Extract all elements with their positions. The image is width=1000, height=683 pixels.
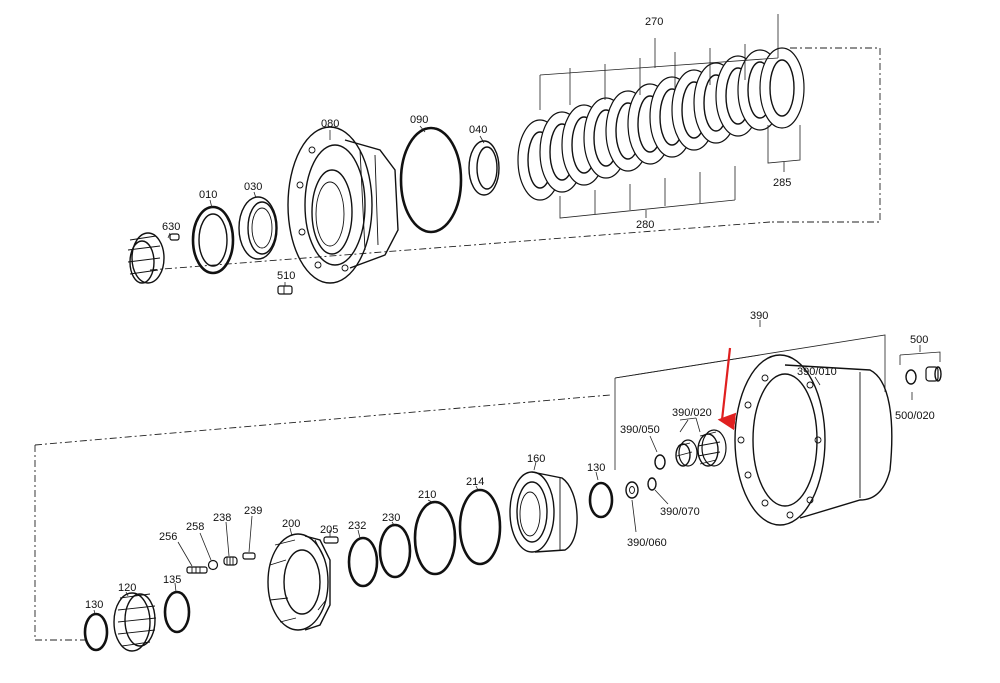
label-280: 280 bbox=[636, 219, 654, 231]
part-205-pin bbox=[323, 530, 339, 544]
label-214: 214 bbox=[466, 476, 484, 488]
label-238: 238 bbox=[213, 512, 231, 524]
top-leader-lines bbox=[167, 125, 485, 286]
part-080-hub bbox=[287, 126, 399, 284]
part-010-ring bbox=[191, 205, 235, 275]
part-040-seal bbox=[468, 140, 500, 196]
part-200-carrier bbox=[267, 527, 331, 631]
label-256: 256 bbox=[159, 531, 177, 543]
label-390-010: 390/010 bbox=[797, 366, 837, 378]
label-390-020: 390/020 bbox=[672, 407, 712, 419]
label-258: 258 bbox=[186, 521, 204, 533]
bracket-285 bbox=[767, 125, 801, 172]
label-030: 030 bbox=[244, 181, 262, 193]
part-030-seal bbox=[238, 196, 278, 260]
part-238-spring bbox=[223, 521, 238, 566]
label-040: 040 bbox=[469, 124, 487, 136]
label-010: 010 bbox=[199, 189, 217, 201]
part-510-bolt bbox=[277, 285, 293, 295]
part-135-ring bbox=[163, 582, 191, 634]
part-130-ring-b bbox=[83, 609, 109, 652]
part-390-060-washer bbox=[625, 481, 639, 533]
highlight-arrow bbox=[717, 347, 737, 431]
label-160: 160 bbox=[527, 453, 545, 465]
label-500: 500 bbox=[910, 334, 928, 346]
part-230-ring bbox=[378, 521, 412, 579]
label-080: 080 bbox=[321, 118, 339, 130]
part-390-020-bearings bbox=[675, 417, 727, 467]
part-390-050-ring bbox=[649, 435, 666, 470]
label-200: 200 bbox=[282, 518, 300, 530]
label-135: 135 bbox=[163, 574, 181, 586]
part-630-bearing bbox=[127, 232, 180, 284]
bracket-390 bbox=[614, 320, 886, 470]
label-130-b: 130 bbox=[85, 599, 103, 611]
label-230: 230 bbox=[382, 512, 400, 524]
part-214-o-ring bbox=[458, 485, 502, 566]
part-390-070-ring bbox=[647, 477, 669, 505]
bracket-270 bbox=[539, 14, 779, 110]
label-239: 239 bbox=[244, 505, 262, 517]
label-390-050: 390/050 bbox=[620, 424, 660, 436]
part-256-screw bbox=[177, 541, 208, 574]
label-500-020: 500/020 bbox=[895, 410, 935, 422]
label-390-070: 390/070 bbox=[660, 506, 700, 518]
label-130-a: 130 bbox=[587, 462, 605, 474]
part-labels: 270 280 285 080 090 040 010 030 630 510 … bbox=[85, 16, 935, 611]
label-390-060: 390/060 bbox=[627, 537, 667, 549]
label-210: 210 bbox=[418, 489, 436, 501]
part-160-carrier bbox=[509, 461, 578, 553]
part-390-010-housing bbox=[734, 354, 893, 526]
part-120-ring-gear bbox=[113, 591, 157, 652]
label-630: 630 bbox=[162, 221, 180, 233]
part-130-ring-a bbox=[588, 471, 614, 519]
clutch-disc-pack bbox=[517, 47, 805, 201]
part-210-o-ring bbox=[413, 499, 457, 576]
label-270: 270 bbox=[645, 16, 663, 28]
part-090-o-ring bbox=[399, 126, 463, 234]
label-232: 232 bbox=[348, 520, 366, 532]
part-500-plug bbox=[905, 366, 942, 400]
label-120: 120 bbox=[118, 582, 136, 594]
part-232-ring bbox=[347, 529, 379, 588]
label-090: 090 bbox=[410, 114, 428, 126]
label-390: 390 bbox=[750, 310, 768, 322]
assembly-axis-lines bbox=[34, 47, 881, 641]
bracket-280 bbox=[559, 166, 736, 219]
label-285: 285 bbox=[773, 177, 791, 189]
part-258-ball bbox=[199, 532, 219, 571]
bracket-500 bbox=[899, 345, 941, 365]
label-510: 510 bbox=[277, 270, 295, 282]
label-205: 205 bbox=[320, 524, 338, 536]
part-239-pin bbox=[242, 515, 256, 560]
